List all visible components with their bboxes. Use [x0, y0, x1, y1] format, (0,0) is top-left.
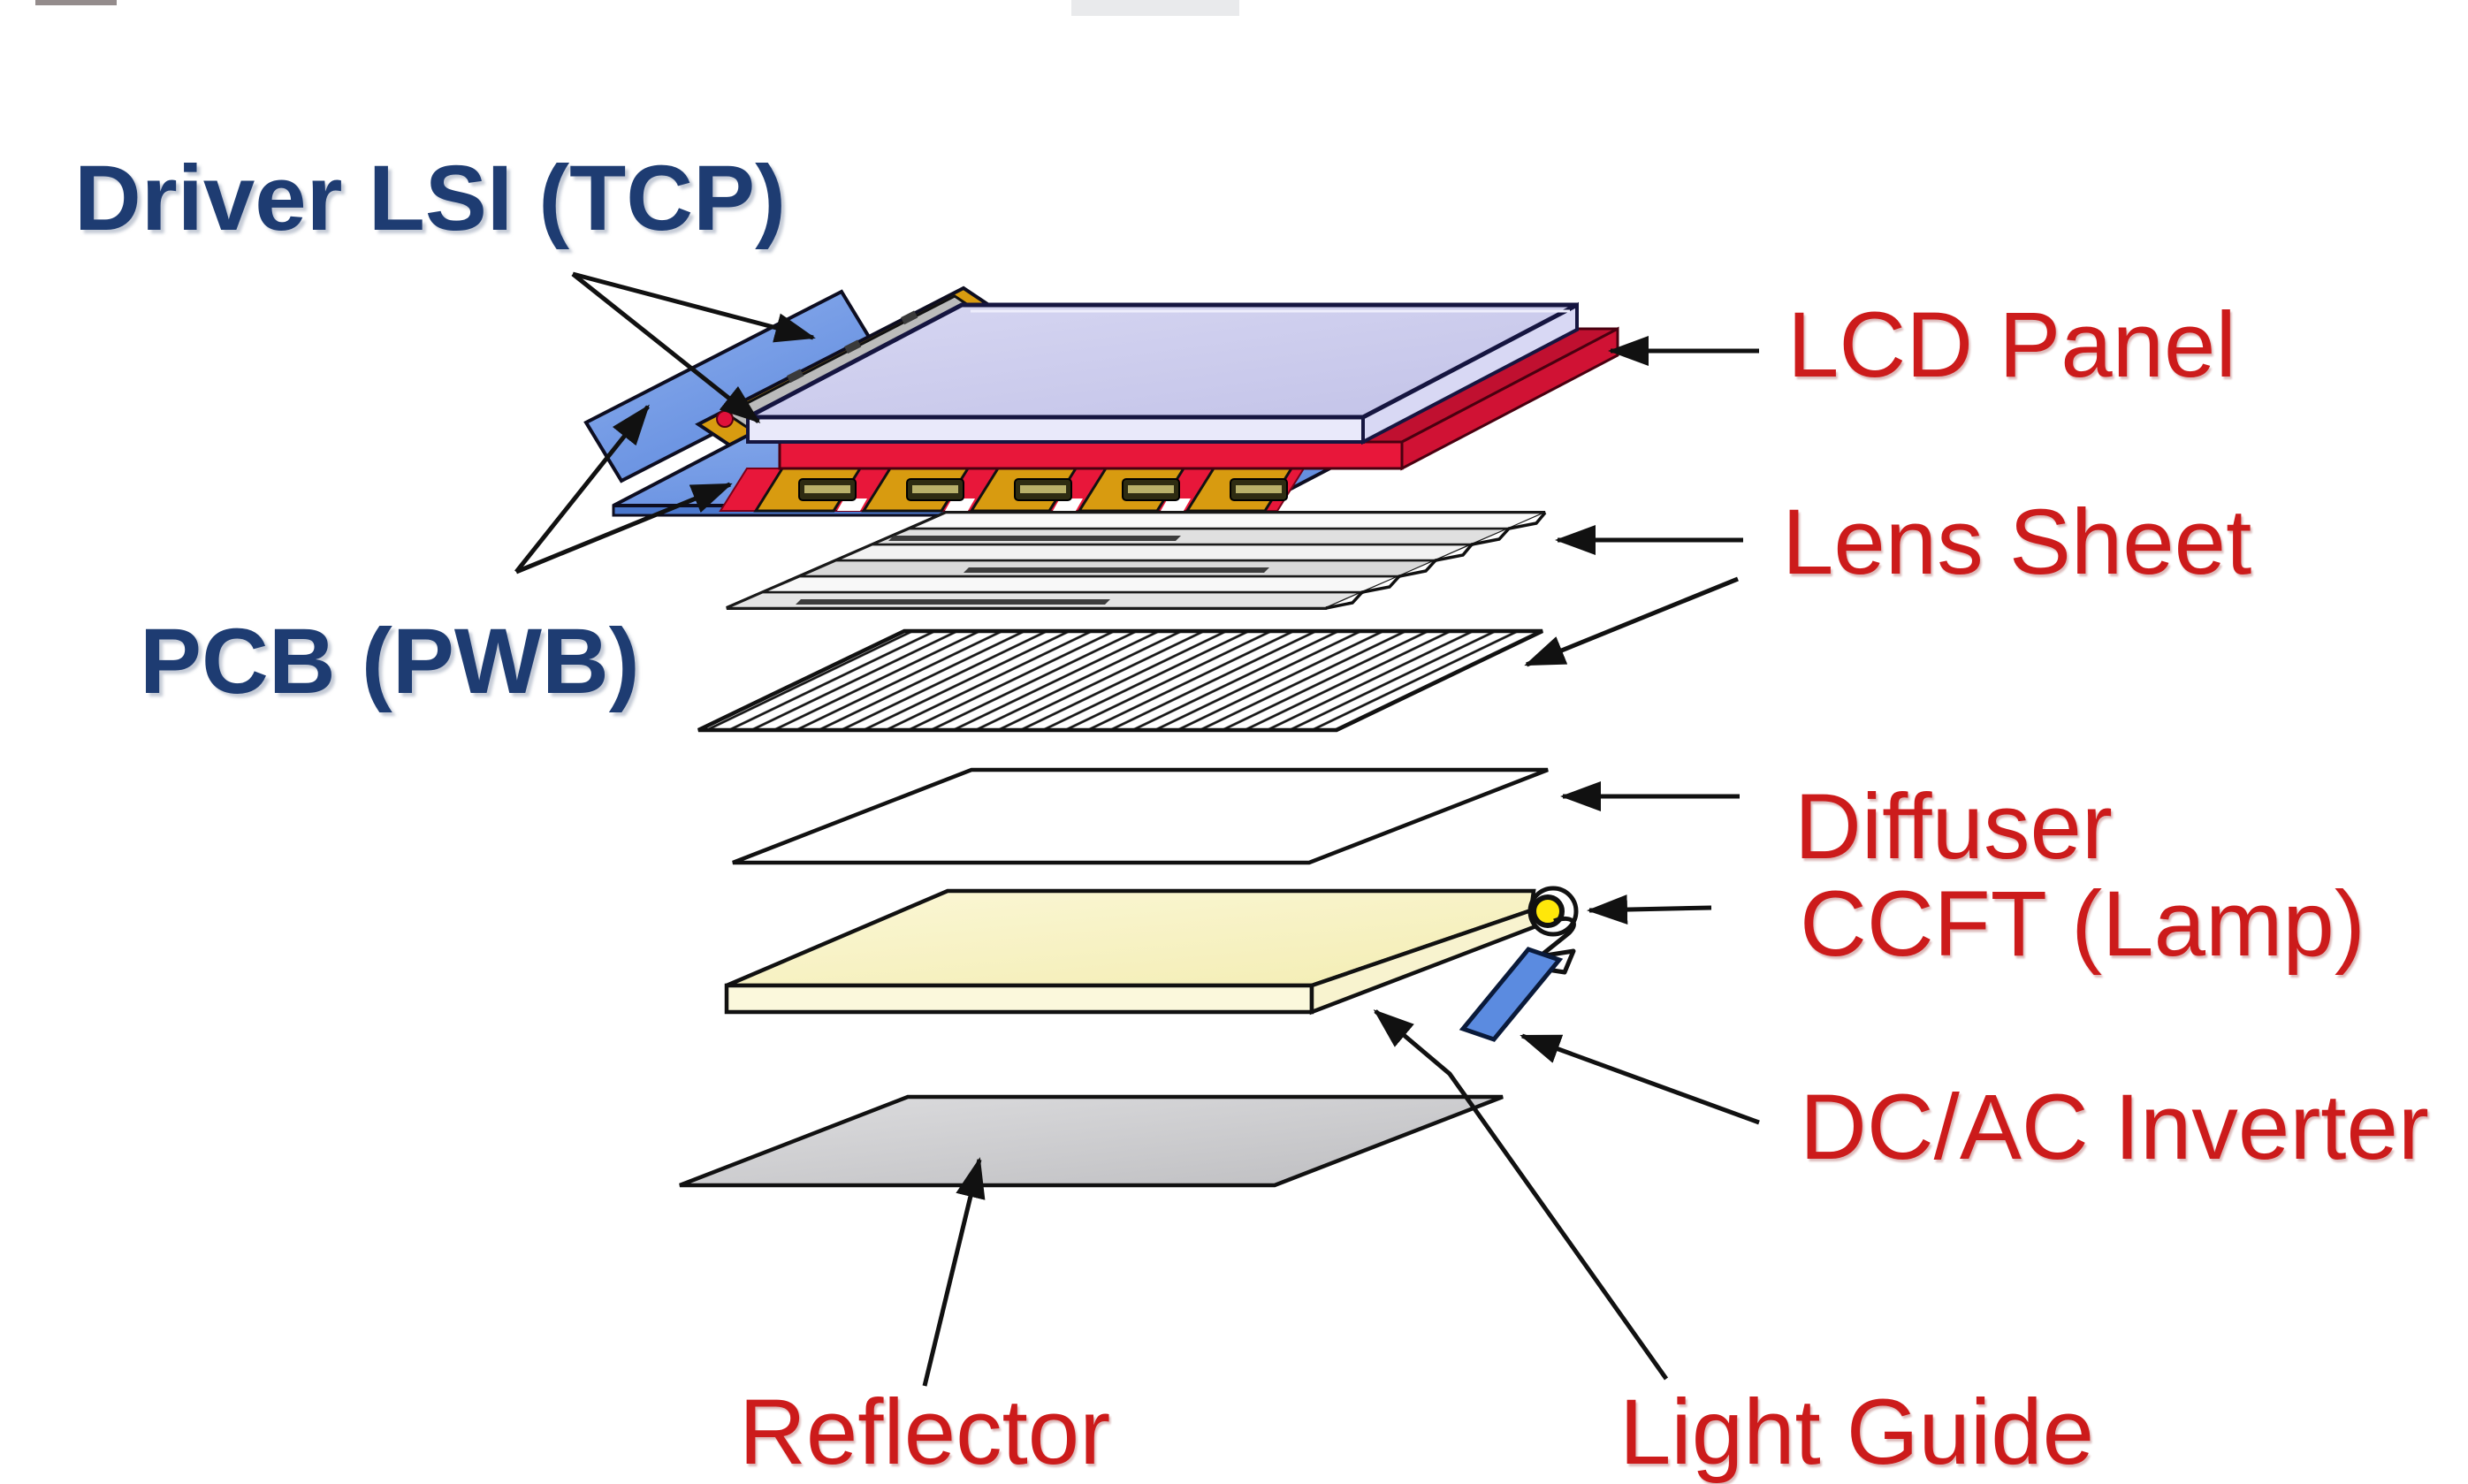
- light-guide-graphic: [724, 888, 1550, 1016]
- back-chip: [787, 369, 804, 384]
- tcp-tab-gaps: [837, 498, 1191, 511]
- ccft-arrow: [1587, 894, 1712, 925]
- driver-lsi-chips: [798, 478, 1288, 501]
- inverter-graphic: [1459, 947, 1564, 1042]
- reflector-arrow: [922, 1157, 986, 1387]
- light-guide-label: Light Guide: [1619, 1381, 2095, 1484]
- reflector-label: Reflector: [739, 1381, 1111, 1484]
- lamp-wire-squiggle: [1537, 916, 1576, 975]
- driver-lsi-label: Driver LSI (TCP): [74, 147, 787, 250]
- driver-lsi-arrows: [571, 271, 816, 423]
- lens-sheet-arrow-2: [1524, 576, 1739, 667]
- scan-artifact: [1071, 0, 1239, 16]
- inverter-arrow: [1520, 1033, 1760, 1125]
- lcd-panel-assembly-graphic: [583, 285, 1619, 517]
- pcb-arrows: [514, 404, 733, 575]
- tcp-front-band: [719, 467, 1306, 513]
- back-chip: [901, 310, 918, 325]
- lens-shading: [796, 536, 1269, 605]
- annotation-arrows: [514, 271, 1760, 1387]
- light-guide-arrow: [1373, 1009, 1669, 1381]
- glass-corner-red: [716, 410, 734, 428]
- lens-scallop-edge: [1325, 511, 1547, 610]
- reflector-sheet-graphic: [679, 1094, 1504, 1188]
- diffuser-label: Diffuser: [1794, 775, 2113, 879]
- back-chip: [844, 339, 862, 354]
- pcb-label: PCB (PWB): [140, 610, 640, 713]
- scan-artifact: [35, 0, 117, 5]
- dc-ac-inverter-label: DC/AC Inverter: [1800, 1076, 2429, 1179]
- ccft-lamp-label: CCFT (Lamp): [1800, 872, 2365, 976]
- lens-sheet-1-graphic: [726, 511, 1547, 610]
- lcd-panel-label: LCD Panel: [1787, 293, 2236, 397]
- lens-sheet-label: Lens Sheet: [1782, 491, 2252, 594]
- diffuser-sheet-graphic: [732, 767, 1549, 865]
- ccft-lamp-graphic: [1527, 886, 1579, 975]
- lcd-upper-glass: [746, 301, 1579, 445]
- lens-sheet-2-graphic: [697, 628, 1543, 733]
